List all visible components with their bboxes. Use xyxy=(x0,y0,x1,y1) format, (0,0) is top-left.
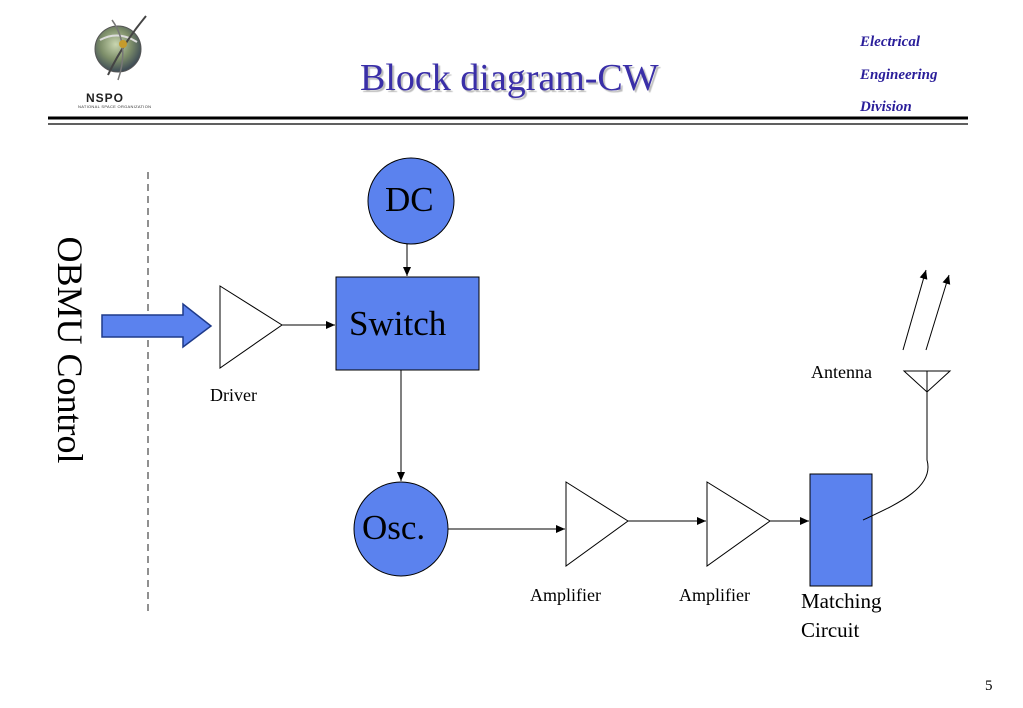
matching-label-line1: Matching xyxy=(801,589,882,613)
logo-subtitle: NATIONAL SPACE ORGANIZATION xyxy=(78,104,152,109)
page-number: 5 xyxy=(985,678,993,694)
amplifier-2-triangle xyxy=(706,481,771,567)
division-line: Electrical xyxy=(860,34,920,50)
division-line: Division xyxy=(860,99,912,115)
division-line: Engineering xyxy=(860,66,938,83)
antenna-icon xyxy=(902,370,952,393)
amplifier-1-triangle xyxy=(565,481,629,567)
driver-label: Driver xyxy=(210,385,257,405)
division-label: Electrical Engineering Division xyxy=(860,26,938,124)
radiation-arrow-icon xyxy=(902,269,928,351)
switch-node xyxy=(335,276,480,371)
logo-name: NSPO xyxy=(86,91,125,105)
antenna-label: Antenna xyxy=(811,362,872,382)
antenna-feed-line xyxy=(862,392,929,521)
switch-label: Switch xyxy=(349,304,447,343)
radiation-arrow-icon xyxy=(925,274,951,351)
obmu-control-text: OBMU Control xyxy=(50,236,90,464)
matching-label-line2: Circuit xyxy=(801,618,860,642)
driver-triangle xyxy=(219,285,283,369)
input-arrow-icon xyxy=(101,302,213,349)
osc-label: Osc. xyxy=(362,508,426,547)
amplifier-1-label: Amplifier xyxy=(530,585,601,605)
amplifier-2-label: Amplifier xyxy=(679,585,750,605)
dc-label: DC xyxy=(385,180,434,219)
matching-circuit-node xyxy=(809,473,873,587)
page-title: Block diagram-CW xyxy=(360,57,659,99)
dc-node xyxy=(367,157,455,245)
nspo-logo-icon xyxy=(94,15,147,81)
